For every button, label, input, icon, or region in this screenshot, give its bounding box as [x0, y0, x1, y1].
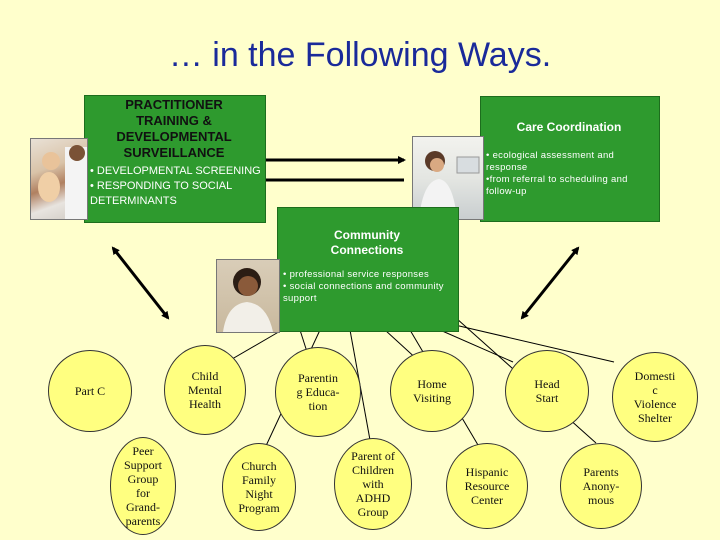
bullet-ecological-assessment: • ecological assessment and response [486, 150, 615, 173]
node-label-line: Parentin [297, 371, 338, 385]
node-label-line: Child [191, 369, 219, 383]
node-label-line: Start [535, 391, 559, 405]
node-label-line: Church [241, 459, 277, 473]
node-label-line: ADHD [355, 491, 391, 505]
node-label-line: parents [125, 514, 161, 528]
node-label-line: Center [471, 493, 503, 507]
node-label-line: Part C [74, 384, 106, 398]
woman-on-phone-photo [412, 136, 484, 220]
node-label-line: mous [587, 493, 614, 507]
node-label-line: Parents [583, 465, 619, 479]
doctor-with-baby-icon [38, 145, 87, 219]
community-heading: Community Connections [330, 228, 404, 257]
care-bullets: • ecological assessment and response •fr… [486, 150, 654, 198]
professional-woman-icon [223, 268, 273, 332]
node-label-line: Domesti [634, 369, 676, 383]
practitioner-training-box [84, 95, 266, 223]
doctor-baby-photo [30, 138, 88, 220]
bullet-social-determinants: • RESPONDING TO SOCIAL DETERMINANTS [90, 180, 232, 207]
node-label-line: Peer [132, 444, 154, 458]
node-label-line: Shelter [638, 411, 672, 425]
bullet-professional-service: • professional service responses [283, 269, 429, 280]
node-label-line: Grand- [126, 500, 160, 514]
node-label-line: Group [127, 472, 159, 486]
node-label: Part C [75, 384, 105, 398]
node-label-line: c [652, 383, 658, 397]
node-label-line: Home [417, 377, 447, 391]
professional-woman-photo [216, 259, 280, 333]
node-label-line: for [135, 486, 150, 500]
node-label-line: Head [534, 377, 560, 391]
node-label-line: Mental [188, 383, 222, 397]
practitioner-heading: PRACTITIONER TRAINING & DEVELOPMENTAL SU… [116, 97, 232, 160]
node-label-line: Program [238, 501, 280, 515]
bullet-referral-followup: •from referral to scheduling and follow-… [486, 174, 628, 197]
community-connections-box [277, 207, 459, 332]
node-label-line: Violence [633, 397, 677, 411]
node-label-line: with [362, 477, 384, 491]
node-label-line: Night [245, 487, 273, 501]
node-label-line: Parent of [351, 449, 395, 463]
arrow-practitioner-community [111, 246, 170, 320]
practitioner-bullets: • DEVELOPMENTAL SCREENING • RESPONDING T… [90, 164, 262, 209]
node-label-line: Hispanic [465, 465, 509, 479]
node-label-line: Health [189, 397, 221, 411]
slide-title: … in the Following Ways. [168, 36, 552, 74]
bullet-social-connections: • social connections and community suppo… [283, 281, 444, 304]
node-label-line: Family [241, 473, 276, 487]
care-heading: Care Coordination [516, 120, 622, 134]
node-part-c: Part C [48, 350, 132, 432]
node-label-line: Children [352, 463, 394, 477]
node-label-line: g Educa- [296, 385, 340, 399]
arrow-care-community [520, 246, 580, 320]
node-label-line: Group [357, 505, 389, 519]
node-label-line: Resource [464, 479, 510, 493]
node-label-line: tion [308, 399, 328, 413]
node-label-line: Support [123, 458, 162, 472]
node-label-line: Anony- [582, 479, 620, 493]
community-bullets: • professional service responses • socia… [283, 269, 455, 305]
bullet-developmental-screening: • DEVELOPMENTAL SCREENING [90, 165, 261, 177]
node-label-line: Visiting [413, 391, 451, 405]
